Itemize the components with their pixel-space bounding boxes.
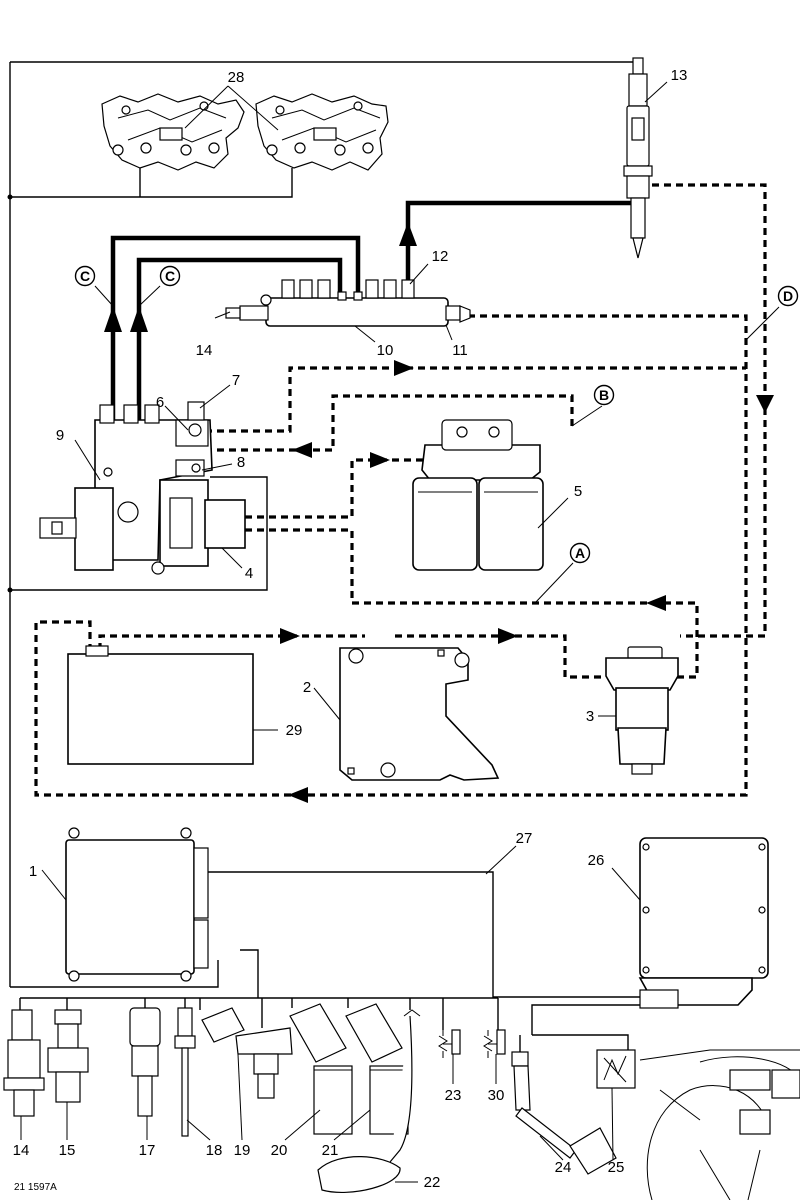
switch-30	[483, 1029, 506, 1058]
callout-5: 5	[574, 483, 582, 500]
ref-c-marker-1	[74, 265, 96, 287]
callout-9: 9	[56, 427, 64, 444]
callout-24: 24	[555, 1159, 572, 1176]
rocker-assembly-left	[101, 93, 245, 171]
callout-28: 28	[228, 69, 245, 86]
callout-15: 15	[59, 1142, 76, 1159]
brake-pedal	[317, 1009, 421, 1194]
callout-17: 17	[139, 1142, 156, 1159]
callout-7: 7	[232, 372, 240, 389]
sensor-level	[174, 1007, 196, 1137]
sensor-speed-1	[289, 1003, 353, 1135]
callout-26: 26	[588, 852, 605, 869]
callout-13: 13	[671, 67, 688, 84]
ref-b-marker	[593, 384, 615, 406]
callout-3: 3	[586, 708, 594, 725]
electrical-harness	[7, 61, 655, 1052]
fuel-filter-assembly	[412, 419, 544, 571]
callout-11: 11	[452, 342, 468, 359]
sensor-charge-air	[235, 1027, 293, 1099]
instrument-panel	[596, 1049, 800, 1200]
callout-23: 23	[445, 1087, 462, 1104]
callout-19: 19	[234, 1142, 251, 1159]
engine-control-unit	[65, 827, 209, 982]
callout-2: 2	[303, 679, 311, 696]
callout-22: 22	[424, 1174, 441, 1191]
callout-30: 30	[488, 1087, 505, 1104]
callout-8: 8	[237, 454, 245, 471]
callout-21: 21	[322, 1142, 339, 1159]
figure-code: 21 1597A	[14, 1182, 57, 1193]
callout-1: 1	[29, 863, 37, 880]
reference-markers: C C B A D	[74, 265, 799, 564]
fuel-rail	[225, 279, 471, 327]
callout-4: 4	[245, 565, 253, 582]
callout-6: 6	[156, 394, 164, 411]
accelerator-pedal	[511, 1051, 617, 1175]
ref-c-label-1: C	[80, 268, 90, 284]
fuel-injector	[623, 57, 653, 259]
ref-d-marker	[777, 285, 799, 307]
ref-a-marker	[569, 542, 591, 564]
ref-c-label-2: C	[165, 268, 175, 284]
sensor-oil-pressure	[3, 1009, 45, 1117]
callout-27: 27	[516, 830, 533, 847]
high-pressure-pump	[39, 401, 246, 575]
ref-d-label: D	[783, 288, 793, 304]
fuel-tank	[67, 645, 254, 765]
callout-29: 29	[286, 722, 303, 739]
sensor-coolant-temp	[129, 1007, 161, 1117]
ref-a-label: A	[575, 545, 585, 561]
callout-25: 25	[608, 1159, 625, 1176]
callout-10: 10	[377, 342, 394, 359]
pre-filter	[605, 646, 679, 775]
sensor-boost-pressure	[47, 1009, 89, 1103]
sensor-19	[201, 1007, 245, 1043]
switch-23	[438, 1029, 461, 1058]
callout-18: 18	[206, 1142, 223, 1159]
callout-14-rail: 14	[196, 342, 213, 359]
callout-12: 12	[432, 248, 449, 265]
high-pressure-lines	[104, 200, 637, 440]
low-pressure-lines	[34, 183, 774, 803]
vehicle-control-unit	[638, 837, 769, 1009]
rocker-assembly-right	[255, 93, 389, 171]
callout-numbers: 28 13 12 14 10 11 7 6 9 8 5 4 3 2 29 1 2…	[13, 67, 688, 1191]
ref-b-label: B	[599, 387, 609, 403]
callout-14-sensor: 14	[13, 1142, 30, 1159]
leader-lines	[20, 81, 780, 1183]
callout-20: 20	[271, 1142, 288, 1159]
cooler-plate	[339, 647, 500, 781]
ref-c-marker-2	[159, 265, 181, 287]
